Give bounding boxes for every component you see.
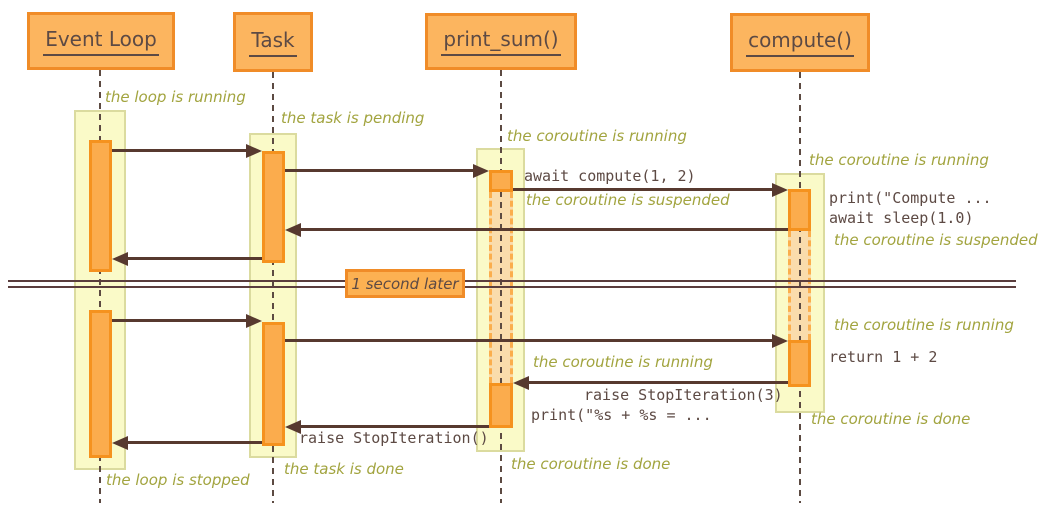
message-label: print("Compute ... (829, 189, 992, 207)
message-line (299, 228, 788, 231)
arrowhead-icon (473, 164, 489, 178)
participant-label: compute() (746, 28, 854, 57)
message-arrow (112, 252, 262, 266)
state-note: the coroutine is running (834, 316, 1014, 334)
message-line (112, 319, 248, 322)
state-note: the coroutine is running (533, 353, 713, 371)
participant-box: print_sum() (425, 13, 577, 70)
activation-bar (788, 340, 811, 387)
message-arrow (285, 334, 788, 348)
arrowhead-icon (285, 223, 301, 237)
arrowhead-icon (513, 376, 529, 390)
state-note: the coroutine is suspended (526, 191, 730, 209)
participant-box: compute() (730, 13, 870, 72)
message-arrow (513, 183, 788, 197)
message-line (126, 441, 262, 444)
arrowhead-icon (246, 314, 262, 328)
message-arrow (112, 436, 262, 450)
state-note: the coroutine is done (811, 410, 971, 428)
arrowhead-icon (112, 252, 128, 266)
message-line (285, 339, 774, 342)
state-note: the coroutine is running (507, 127, 687, 145)
activation-bar (788, 189, 811, 231)
message-arrow (112, 314, 262, 328)
arrowhead-icon (246, 144, 262, 158)
participant-label: Task (249, 28, 297, 57)
arrowhead-icon (112, 436, 128, 450)
divider-line (8, 280, 1016, 282)
message-label: return 1 + 2 (829, 348, 938, 366)
activation-bar (89, 140, 112, 272)
message-arrow (112, 144, 262, 158)
activation-bar (89, 310, 112, 458)
state-note: the coroutine is suspended (834, 231, 1038, 249)
state-note: the task is done (284, 460, 404, 478)
participant-box: Event Loop (27, 12, 175, 70)
state-note: the coroutine is done (511, 455, 671, 473)
message-label: print("%s + %s = ... (531, 406, 712, 424)
message-line (527, 381, 788, 384)
divider-label-box: 1 second later (345, 269, 465, 298)
activation-bar (489, 383, 513, 428)
message-line (126, 257, 262, 260)
participant-box: Task (233, 12, 313, 72)
message-arrow (285, 164, 489, 178)
message-arrow (513, 376, 788, 390)
activation-bar (262, 151, 285, 263)
participant-label: Event Loop (43, 27, 159, 56)
message-label: raise StopIteration() (299, 429, 489, 447)
state-note: the loop is stopped (106, 471, 250, 489)
message-label: await sleep(1.0) (829, 209, 974, 227)
message-line (299, 425, 489, 428)
message-line (285, 169, 475, 172)
arrowhead-icon (285, 420, 301, 434)
message-label: raise StopIteration(3) (584, 386, 783, 404)
divider-label: 1 second later (351, 274, 459, 293)
activation-bar (262, 322, 285, 446)
message-label: await compute(1, 2) (524, 167, 696, 185)
activation-bar (489, 170, 513, 192)
message-line (112, 149, 248, 152)
message-arrow (285, 420, 489, 434)
state-note: the loop is running (105, 88, 246, 106)
state-note: the task is pending (281, 109, 425, 127)
arrowhead-icon (772, 183, 788, 197)
message-line (513, 188, 774, 191)
arrowhead-icon (772, 334, 788, 348)
participant-label: print_sum() (441, 27, 561, 56)
message-arrow (285, 223, 788, 237)
divider-line (8, 286, 1016, 288)
state-note: the coroutine is running (809, 151, 989, 169)
